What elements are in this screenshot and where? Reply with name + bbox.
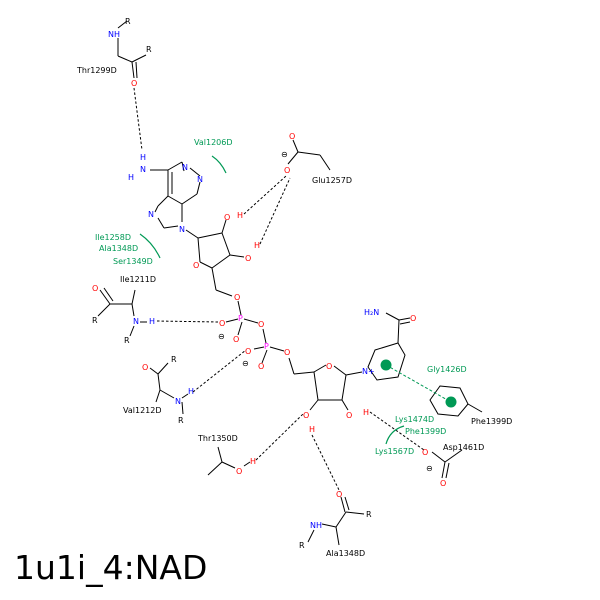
atom-nh: NH <box>108 30 120 39</box>
atom-oh: O <box>245 254 251 263</box>
atom-r: R <box>299 541 305 550</box>
residue-label-thr1350: Thr1350D <box>197 434 238 443</box>
residue-phe1399: Phe1399D <box>429 385 512 426</box>
charge-minus: ⊖ <box>242 359 249 368</box>
atom-o: O <box>245 347 251 356</box>
residue-asp1461: Asp1461D O O ⊖ <box>422 443 484 488</box>
residue-val1212: O R N H R Val1212D <box>123 355 194 425</box>
atom-o: O <box>233 335 239 344</box>
atom-n: N <box>140 165 146 174</box>
atom-r: R <box>178 416 184 425</box>
atom-h: H <box>237 211 243 220</box>
atom-o: O <box>289 132 295 141</box>
atom-h: H <box>309 425 315 434</box>
atom-o: O <box>284 348 290 357</box>
pyrophosphate: P P O O O O O O ⊖ ⊖ <box>218 300 290 371</box>
residue-label-glu1257: Glu1257D <box>312 176 352 185</box>
atom-o: O <box>92 284 98 293</box>
atom-r: R <box>92 316 98 325</box>
atom-o: O <box>346 411 352 420</box>
atom-nh: NH <box>310 521 322 530</box>
atom-o: O <box>258 362 264 371</box>
charge-minus: ⊖ <box>426 464 433 473</box>
atom-o: O <box>142 363 148 372</box>
residue-label-phe1399: Phe1399D <box>471 417 512 426</box>
atom-h: H <box>149 317 155 326</box>
diagram-caption: 1u1i_4:NAD <box>14 548 208 587</box>
atom-o: O <box>258 320 264 329</box>
hydrogen-bonds <box>133 87 425 493</box>
atom-h: H <box>140 153 146 162</box>
hydrophobic-contacts: Val1206D Ile1258D Ala1348D Ser1349D Gly1… <box>95 138 467 456</box>
atom-h: H <box>363 408 369 417</box>
atom-o: O <box>131 79 137 88</box>
atom-h: H <box>128 173 134 182</box>
atom-o: O <box>303 411 309 420</box>
residue-glu1257: O O ⊖ Glu1257D <box>281 132 352 185</box>
atom-o: O <box>284 166 290 175</box>
atom-n: N <box>197 175 203 184</box>
atom-o: O <box>326 362 332 371</box>
atom-r: R <box>366 510 372 519</box>
residue-thr1299: R NH R O Thr1299D <box>76 17 152 88</box>
residue-label-thr1299: Thr1299D <box>76 66 117 75</box>
contact-phe1399: Phe1399D <box>405 427 446 436</box>
atom-o: O <box>236 467 242 476</box>
residue-ile1211: O R N H R Ile1211D <box>92 275 156 345</box>
atom-o: O <box>219 319 225 328</box>
ring-centroid <box>445 396 457 408</box>
contact-ala1348: Ala1348D <box>99 244 138 253</box>
adenine: N N N N N H H <box>128 153 203 234</box>
atom-r: R <box>125 17 131 26</box>
atom-o: O <box>440 479 446 488</box>
ribose-nicotinamide: O O H O H <box>288 357 369 434</box>
atom-h2n: H₂N <box>364 308 379 317</box>
contact-ile1258: Ile1258D <box>95 233 131 242</box>
atom-p: P <box>238 314 243 323</box>
atom-o: O <box>234 293 240 302</box>
atom-r: R <box>124 336 130 345</box>
atom-n: N <box>179 225 185 234</box>
atom-n: N <box>133 317 139 326</box>
atom-nplus: N+ <box>362 367 375 376</box>
atom-r: R <box>171 355 177 364</box>
atom-p: P <box>264 342 269 351</box>
nicotinamide: N+ H₂N O <box>362 308 416 381</box>
atom-n: N <box>175 397 181 406</box>
residue-label-asp1461: Asp1461D <box>443 443 484 452</box>
residue-label-val1212: Val1212D <box>123 406 162 415</box>
atom-o: O <box>410 314 416 323</box>
residue-thr1350: Thr1350D O H <box>197 434 256 476</box>
atom-o: O <box>422 448 428 457</box>
charge-minus: ⊖ <box>281 150 288 159</box>
atom-o: O <box>336 490 342 499</box>
contact-lys1567: Lys1567D <box>375 447 414 456</box>
contact-gly1426: Gly1426D <box>427 365 467 374</box>
residue-label-ala1348: Ala1348D <box>326 549 365 558</box>
pi-stacking <box>385 364 452 403</box>
atom-h: H <box>188 387 194 396</box>
atom-oh: O <box>224 213 230 222</box>
residue-ala1348: O R NH R Ala1348D <box>299 490 372 558</box>
atom-r: R <box>146 45 152 54</box>
contact-lys1474: Lys1474D <box>395 415 434 424</box>
atom-o: O <box>193 261 199 270</box>
atom-n: N <box>182 163 188 172</box>
residue-label-ile1211: Ile1211D <box>120 275 156 284</box>
ribose-adenosine: O O H O H O <box>185 211 260 302</box>
contact-ser1349: Ser1349D <box>113 257 153 266</box>
charge-minus: ⊖ <box>218 332 225 341</box>
atom-n: N <box>148 210 154 219</box>
atom-h: H <box>254 241 260 250</box>
atom-h: H <box>250 457 256 466</box>
contact-val1206: Val1206D <box>194 138 233 147</box>
